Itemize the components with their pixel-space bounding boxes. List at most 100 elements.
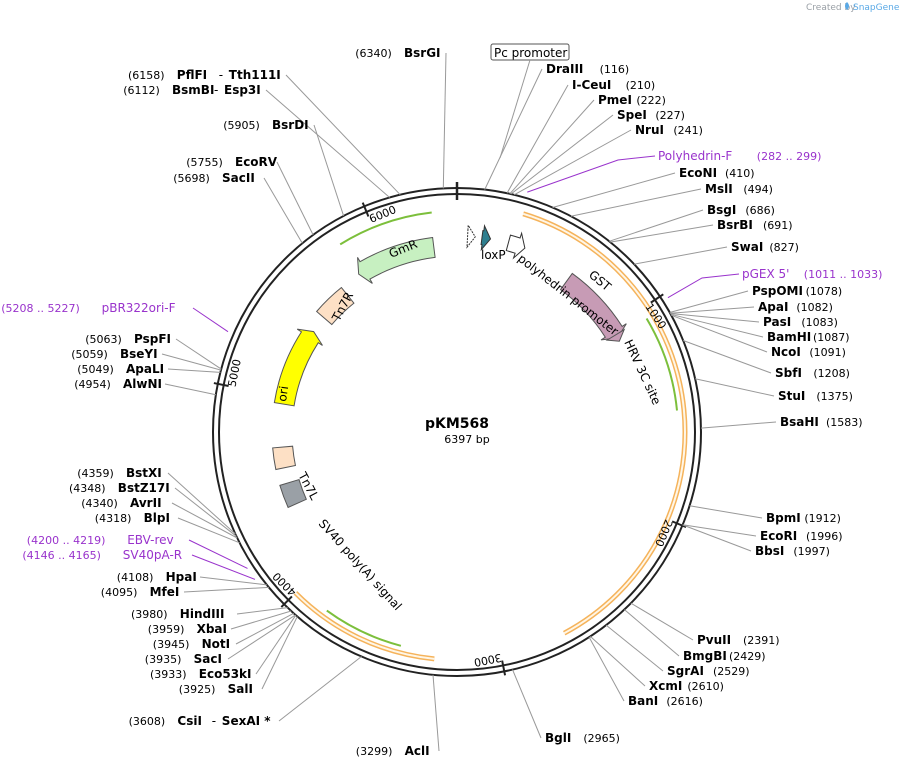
site-name: MfeI	[150, 585, 180, 599]
site-leader	[570, 188, 702, 217]
primer-position: (5208 .. 5227)	[1, 302, 80, 315]
site-leader	[285, 74, 401, 196]
pc-promoter-label: Pc promoter	[490, 43, 570, 61]
site-position: (2391)	[743, 634, 780, 647]
loxp-feature	[480, 224, 492, 252]
site-leader	[442, 52, 447, 189]
site-leader	[235, 612, 294, 645]
site-name: BpmI	[766, 511, 801, 525]
site-leader	[671, 314, 768, 353]
site-leader	[669, 290, 749, 313]
site-position: (5049)	[77, 363, 114, 376]
site-separator: -	[212, 714, 216, 728]
site-position: (3299)	[356, 745, 393, 758]
sv40-feature	[279, 478, 308, 509]
site-position: (494)	[743, 183, 773, 196]
tick-mark	[213, 382, 229, 387]
site-position: (1583)	[826, 416, 863, 429]
site-layer: DraIII(116)I-CeuI(210)PmeI(222)SpeI(227)…	[1, 46, 882, 758]
site-name: BstXI	[126, 466, 162, 480]
created-by-credit: Created by	[806, 3, 856, 13]
site-position: (6158)	[128, 69, 165, 82]
site-leader	[670, 306, 755, 314]
site-position: (5063)	[85, 333, 122, 346]
site-leader	[609, 209, 704, 242]
site-position: (3925)	[179, 683, 216, 696]
site-name: MslI	[705, 182, 733, 196]
polyhedrin-promoter-label: polyhedrin promoter	[515, 251, 621, 338]
site-leader	[512, 669, 542, 739]
primer-position: (282 .. 299)	[757, 150, 822, 163]
site-position: (4348)	[69, 482, 106, 495]
snapgene-brand: SnapGene	[853, 3, 900, 13]
primer-leader	[667, 273, 740, 299]
tick-label: 2000	[652, 518, 675, 549]
site-separator: -	[219, 68, 223, 82]
site-position: (5698)	[173, 172, 210, 185]
site-position: (6112)	[123, 84, 160, 97]
site-name: EcoRI	[760, 529, 797, 543]
site-position: (5755)	[186, 156, 223, 169]
site-name: AlwNI	[123, 377, 162, 391]
site-name: NcoI	[771, 345, 801, 359]
primer-name: pBR322ori-F	[102, 301, 176, 315]
ori-label: ori	[275, 385, 291, 402]
tick-mark	[361, 202, 370, 217]
site-leader	[265, 89, 390, 198]
tn7r-feature	[315, 286, 355, 326]
hrv-feature	[605, 328, 626, 342]
orange-region-arc-2	[293, 591, 435, 662]
orange-region-arc-2-inner	[294, 592, 435, 660]
site-position: (3959)	[148, 623, 185, 636]
site-name-alt: SexAI *	[222, 714, 271, 728]
site-position: (2610)	[687, 680, 724, 693]
site-leader	[683, 340, 772, 374]
site-name: AvrII	[130, 496, 162, 510]
site-position: (1912)	[804, 512, 841, 525]
site-leader	[506, 84, 569, 194]
site-position: (4340)	[81, 497, 118, 510]
site-name: SacII	[222, 171, 255, 185]
site-position: (116)	[600, 63, 630, 76]
site-leader	[624, 609, 680, 657]
site-name-alt: Tth111I	[229, 68, 281, 82]
site-leader	[261, 616, 298, 690]
site-leader	[175, 338, 222, 370]
loxp-label: loxP	[481, 248, 506, 262]
site-leader	[255, 614, 297, 675]
site-name: EcoNI	[679, 166, 717, 180]
site-name: PvuII	[697, 633, 731, 647]
primer-name: EBV-rev	[127, 533, 173, 547]
site-name: NruI	[635, 123, 664, 137]
site-leader	[694, 378, 775, 397]
site-leader	[605, 624, 664, 672]
primer-position: (1011 .. 1033)	[804, 268, 883, 281]
site-name: SbfI	[775, 366, 802, 380]
site-leader	[177, 517, 240, 544]
tn7l-feature	[272, 445, 297, 471]
plasmid-name: pKM568	[425, 416, 489, 432]
site-name: BmgBI	[683, 649, 727, 663]
site-name: XbaI	[197, 622, 227, 636]
site-position: (686)	[745, 204, 775, 217]
tick-mark	[650, 293, 664, 304]
site-leader	[670, 313, 764, 338]
site-position: (1078)	[806, 285, 843, 298]
site-position: (3980)	[131, 608, 168, 621]
site-name: BsrBI	[717, 218, 753, 232]
feature-layer	[272, 211, 688, 662]
site-name: PspFI	[134, 332, 171, 346]
site-name: SgrAI	[667, 664, 704, 678]
site-leader	[174, 487, 237, 537]
site-name: SwaI	[731, 240, 763, 254]
tick-label: 6000	[367, 203, 398, 226]
site-leader	[227, 614, 296, 660]
site-position: (4359)	[77, 467, 114, 480]
site-position: (1087)	[813, 331, 850, 344]
site-position: (3608)	[129, 715, 166, 728]
tick-label: 5000	[226, 358, 244, 388]
site-leader	[634, 246, 728, 265]
tick-mark	[280, 595, 293, 608]
site-leader	[432, 674, 440, 752]
snapgene-logo-icon	[845, 2, 849, 10]
